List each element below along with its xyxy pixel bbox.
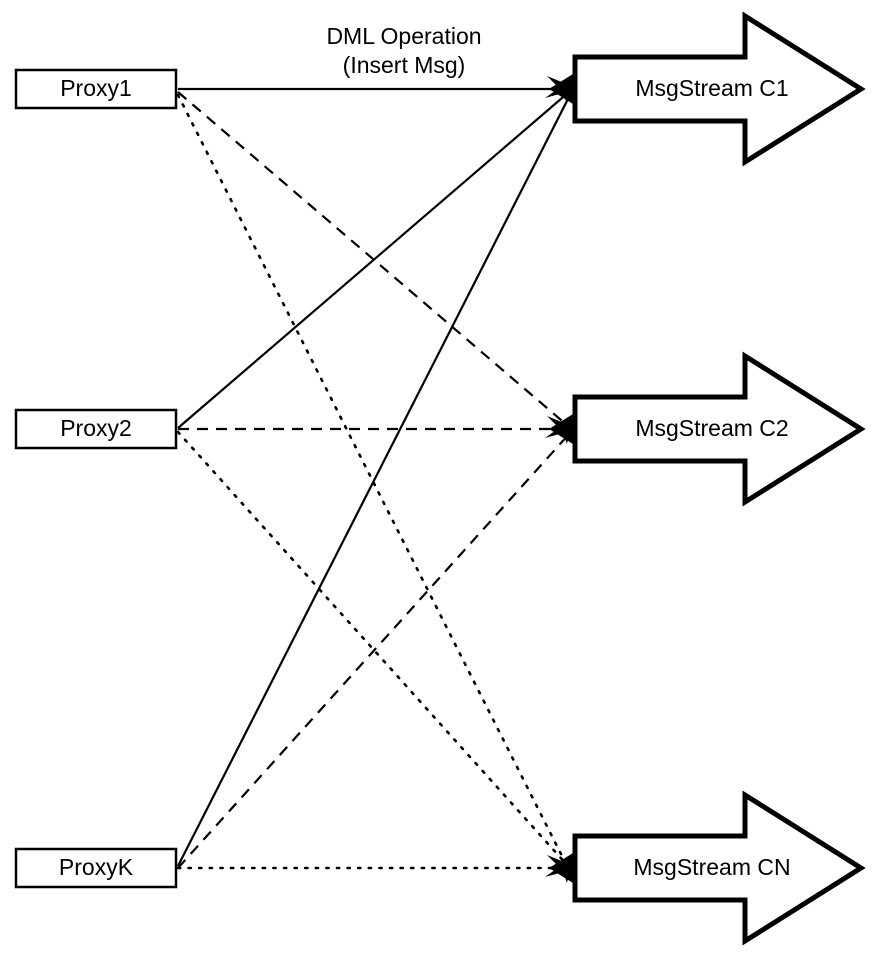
edge-caption-line-1: DML Operation: [326, 23, 481, 49]
proxy2-label: Proxy2: [60, 415, 132, 441]
stream-c2[interactable]: MsgStream C2: [572, 351, 866, 507]
stream-c1-shape: [572, 11, 866, 167]
edge-caption-line-2: (Insert Msg): [343, 52, 466, 78]
stream-c2-label: MsgStream C2: [635, 415, 788, 441]
links-layer: [176, 87, 572, 870]
connector-proxyK-to-stream-c1: [177, 94, 571, 867]
stream-cn[interactable]: MsgStream CN: [572, 790, 866, 946]
node-proxyK[interactable]: ProxyK: [14, 847, 178, 889]
proxy1-box: [14, 68, 178, 110]
proxy2-box: [14, 408, 178, 450]
connector-proxyK-to-stream-c2: [177, 432, 571, 869]
edge-caption-group: DML Operation (Insert Msg): [326, 23, 481, 78]
arrowhead-cn: [545, 853, 573, 883]
stream-c1-label: MsgStream C1: [635, 75, 788, 101]
arrowhead-c2: [545, 414, 573, 444]
node-proxy2[interactable]: Proxy2: [14, 408, 178, 450]
connector-proxy2-to-stream-cn: [176, 430, 570, 868]
connector-proxy2-to-stream-c1: [177, 91, 570, 429]
connector-proxy1-to-stream-cn: [176, 93, 568, 866]
stream-cn-shape: [572, 790, 866, 946]
node-proxy1[interactable]: Proxy1: [14, 68, 178, 110]
stream-cn-label: MsgStream CN: [633, 854, 790, 880]
stream-c2-shape: [572, 351, 866, 507]
arrowhead-c1: [545, 74, 573, 104]
proxyK-label: ProxyK: [59, 854, 134, 880]
streams-layer: MsgStream C1 MsgStream C2 MsgStream CN: [572, 11, 866, 946]
stream-c1[interactable]: MsgStream C1: [572, 11, 866, 167]
arrowheads-layer: [545, 74, 573, 883]
proxyK-box: [14, 847, 178, 889]
proxy1-label: Proxy1: [60, 75, 132, 101]
